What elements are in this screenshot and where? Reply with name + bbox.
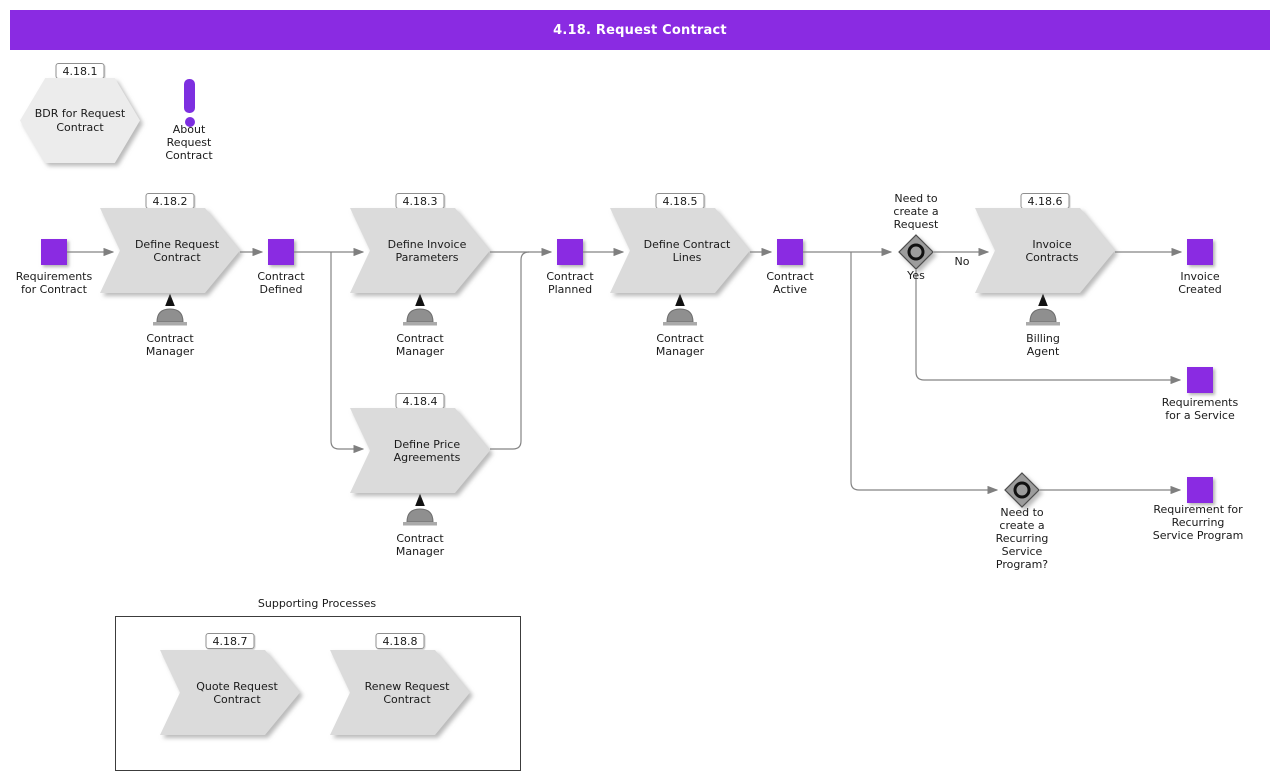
role-hat-icon [403, 308, 437, 326]
process-label: Define Contract Lines [643, 237, 731, 264]
page-title: 4.18. Request Contract [553, 22, 727, 38]
role-hat-icon [153, 308, 187, 326]
process-badge: 4.18.6 [1020, 193, 1070, 209]
process-invoice-contracts[interactable]: Invoice Contracts [975, 208, 1115, 293]
decision-need-to-create-recurring-service-program [1004, 472, 1040, 508]
exclamation-dot-icon [185, 117, 195, 127]
process-label: Define Price Agreements [393, 437, 461, 464]
process-label: Define Invoice Parameters [387, 237, 467, 264]
process-badge: 4.18.2 [145, 193, 195, 209]
role-label: Contract Manager [145, 332, 195, 358]
decision-need-to-create-a-request [898, 234, 934, 270]
diagram-title-bar: 4.18. Request Contract [10, 10, 1270, 50]
role-hat-icon [663, 308, 697, 326]
role-label: Billing Agent [1026, 332, 1060, 358]
process-badge: 4.18.4 [395, 393, 445, 409]
about-label: About Request Contract [165, 123, 213, 162]
event-invoice-created [1187, 239, 1213, 265]
event-requirements-for-contract [41, 239, 67, 265]
role-hat-icon [1026, 308, 1060, 326]
flow-line [490, 251, 530, 450]
event-label: Contract Planned [546, 270, 594, 296]
process-renew-request-contract[interactable]: Renew Request Contract [330, 650, 470, 735]
role-label: Contract Manager [395, 532, 445, 558]
bdr-badge: 4.18.1 [55, 63, 105, 79]
event-label: Contract Defined [257, 270, 305, 296]
process-quote-request-contract[interactable]: Quote Request Contract [160, 650, 300, 735]
process-badge: 4.18.5 [655, 193, 705, 209]
event-label: Requirements for Contract [15, 270, 93, 296]
event-contract-defined [268, 239, 294, 265]
event-contract-planned [557, 239, 583, 265]
supporting-processes-title: Supporting Processes [257, 597, 377, 610]
process-badge: 4.18.3 [395, 193, 445, 209]
event-requirements-for-a-service [1187, 367, 1213, 393]
event-label: Requirement for Recurring Service Progra… [1152, 503, 1244, 542]
event-label: Contract Active [766, 270, 814, 296]
event-label: Requirements for a Service [1161, 396, 1239, 422]
role-label: Contract Manager [655, 332, 705, 358]
process-badge: 4.18.8 [375, 633, 425, 649]
decision-yes-label: Yes [907, 269, 925, 282]
process-label: Define Request Contract [134, 237, 220, 264]
bdr-label: BDR for Request Contract [34, 106, 126, 134]
event-requirement-for-recurring-service-program [1187, 477, 1213, 503]
process-label: Quote Request Contract [196, 679, 278, 706]
process-label: Renew Request Contract [364, 679, 450, 706]
process-define-price-agreements[interactable]: Define Price Agreements [350, 408, 490, 493]
decision-label: Need to create a Recurring Service Progr… [995, 506, 1049, 571]
decision-no-label: No [954, 255, 970, 268]
exclamation-icon [184, 79, 195, 113]
bdr-hexagon[interactable]: BDR for Request Contract [20, 78, 140, 163]
event-contract-active [777, 239, 803, 265]
decision-label: Need to create a Request [893, 192, 939, 231]
process-badge: 4.18.7 [205, 633, 255, 649]
process-define-invoice-parameters[interactable]: Define Invoice Parameters [350, 208, 490, 293]
process-define-request-contract[interactable]: Define Request Contract [100, 208, 240, 293]
process-define-contract-lines[interactable]: Define Contract Lines [610, 208, 750, 293]
about-request-contract[interactable] [184, 79, 195, 127]
process-label: Invoice Contracts [1025, 237, 1079, 264]
role-label: Contract Manager [395, 332, 445, 358]
role-hat-icon [403, 508, 437, 526]
event-label: Invoice Created [1178, 270, 1222, 296]
